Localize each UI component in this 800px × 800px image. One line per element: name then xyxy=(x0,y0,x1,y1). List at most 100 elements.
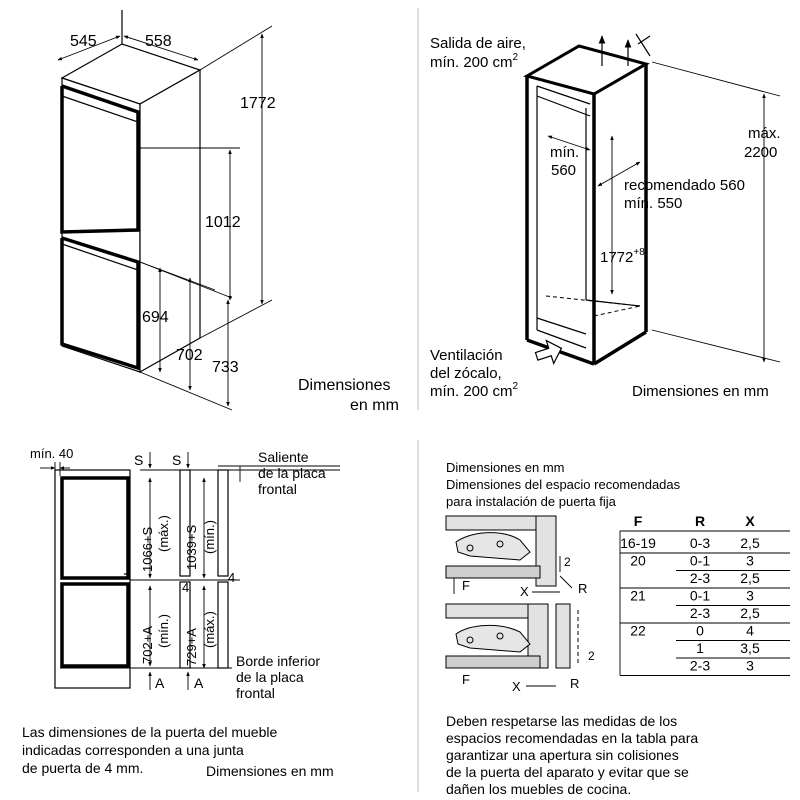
table-cell-x: 2,5 xyxy=(740,605,760,621)
dim-1039-sub: (mín.) xyxy=(202,520,217,554)
br-note-2: espacios recomendadas en la tabla para xyxy=(446,730,698,746)
panel-appliance-dimensions: 545 558 1772 1012 694 702 733 Dimensione… xyxy=(57,10,399,414)
lower-x-label: X xyxy=(512,679,521,694)
dim-1039-label: 1039+S xyxy=(184,524,199,570)
table-cell-r: 1 xyxy=(696,640,704,656)
min-560-label: mín. xyxy=(550,144,579,161)
table-cell-x: 3 xyxy=(746,588,754,604)
panel-gap-dimensions: Dimensiones en mm Dimensiones del espaci… xyxy=(445,460,790,797)
a-label-1: A xyxy=(155,675,165,691)
upper-x-label: X xyxy=(520,584,529,599)
dim-729a-label: 729+A xyxy=(184,628,199,666)
dim-1066-label: 1066+S xyxy=(140,526,155,572)
recommended-label: recomendado 560 xyxy=(624,177,745,194)
niche-height-value: 1772+8 xyxy=(600,247,645,266)
height-value: 1772 xyxy=(240,95,276,112)
lower-gap-2: 2 xyxy=(588,649,595,663)
table-cell-r: 2-3 xyxy=(690,570,710,586)
upper-f-label: F xyxy=(462,578,470,593)
width-value: 558 xyxy=(145,33,172,50)
dim-729a-sub: (máx.) xyxy=(202,611,217,648)
br-note-4: de la puerta del aparato y evitar que se xyxy=(446,764,689,780)
min-560-value: 560 xyxy=(551,162,576,179)
depth-value: 545 xyxy=(70,33,97,50)
br-note-3: garantizar una apertura sin colisiones xyxy=(446,747,679,763)
lower-r-label: R xyxy=(570,676,579,691)
borde-2: de la placa xyxy=(236,669,304,685)
recommended-dim-line xyxy=(597,161,641,187)
upper-hinge-side-panel xyxy=(535,515,557,587)
table-cell-x: 2,5 xyxy=(740,535,760,551)
air-out-label-2: mín. 200 cm2 xyxy=(430,52,519,71)
lower-door xyxy=(60,236,140,371)
table-cell-r: 2-3 xyxy=(690,658,710,674)
tr-caption: Dimensiones en mm xyxy=(632,383,769,400)
bl-note-3: de puerta de 4 mm. xyxy=(22,760,143,776)
four-label-1: 4 xyxy=(182,580,189,595)
upper-door xyxy=(60,84,140,234)
borde-1: Borde inferior xyxy=(236,653,320,669)
min40-label: mín. 40 xyxy=(30,446,73,461)
four-label-2: 4 xyxy=(228,570,235,585)
table-cell-r: 2-3 xyxy=(690,605,710,621)
vent-label-2: del zócalo, xyxy=(430,365,502,382)
table-header-r: R xyxy=(695,513,705,529)
table-cell-r: 0-3 xyxy=(690,535,710,551)
gap-table: F R X 16-19 0-3 2,5 20 0-1 3 2-3 2,5 21 0-1 3 2-3 2,… xyxy=(619,513,790,676)
air-out-label-1: Salida de aire, xyxy=(430,35,526,52)
table-cell-r: 0 xyxy=(696,623,704,639)
a-label-2: A xyxy=(194,675,204,691)
bl-note-2: indicadas corresponden a una junta xyxy=(22,742,244,758)
br-head-1: Dimensiones en mm xyxy=(446,460,565,475)
cabinet-upper-door xyxy=(60,476,130,580)
table-cell-x: 2,5 xyxy=(740,570,760,586)
upper-gap-2: 2 xyxy=(564,555,571,569)
table-cell-f: 22 xyxy=(630,623,646,639)
width-dim-line xyxy=(123,35,199,61)
bl-caption: Dimensiones en mm xyxy=(206,763,334,779)
plinth-vent-arrow xyxy=(534,339,563,365)
br-note-1: Deben respetarse las medidas de los xyxy=(446,713,677,729)
table-cell-f: 16-19 xyxy=(620,535,656,551)
table-cell-f: 20 xyxy=(630,553,646,569)
tl-caption-line1: Dimensiones xyxy=(298,377,390,394)
vent-label-3: mín. 200 cm2 xyxy=(430,381,519,400)
max-value: 2200 xyxy=(744,144,777,161)
table-cell-x: 3 xyxy=(746,658,754,674)
table-header-x: X xyxy=(745,513,755,529)
dim-694-value: 694 xyxy=(142,309,169,326)
furniture-lower-door-right xyxy=(217,581,229,669)
upper-r-label: R xyxy=(578,581,587,596)
tl-caption-line2: en mm xyxy=(350,397,399,414)
upper-hinge-mechanism xyxy=(455,532,531,561)
lower-hinge-door xyxy=(445,655,541,669)
dim-702-value: 702 xyxy=(176,347,203,364)
table-cell-x: 3,5 xyxy=(740,640,760,656)
table-cell-r: 0-1 xyxy=(690,553,710,569)
min-550-label: mín. 550 xyxy=(624,195,682,212)
depth-dim-line xyxy=(57,35,121,61)
min-560-dim-line xyxy=(547,135,591,151)
table-header-f: F xyxy=(634,513,643,529)
saliente-2: de la placa xyxy=(258,465,326,481)
cabinet-outline xyxy=(54,469,131,689)
upper-hinge-door xyxy=(445,565,541,579)
cabinet-lower-door xyxy=(60,582,130,668)
br-head-3: para instalación de puerta fija xyxy=(446,494,617,509)
table-cell-f: 21 xyxy=(630,588,646,604)
saliente-1: Saliente xyxy=(258,449,309,465)
dim-733-value: 733 xyxy=(212,359,239,376)
appliance-side-face xyxy=(139,68,201,374)
br-note-5: dañen los muebles de cocina. xyxy=(446,781,631,797)
br-head-2: Dimensiones del espacio recomendadas xyxy=(446,477,681,492)
table-cell-r: 0-1 xyxy=(690,588,710,604)
table-cell-x: 4 xyxy=(746,623,754,639)
dim-1066-sub: (máx.) xyxy=(156,515,171,552)
upper-value: 1012 xyxy=(205,214,241,231)
panel-niche-dimensions: Salida de aire, mín. 200 cm2 mín. 560 re… xyxy=(430,33,781,400)
dim-702a-label: 702+A xyxy=(140,626,155,664)
air-out-fan-symbol xyxy=(635,33,651,57)
lower-hinge-mechanism xyxy=(455,624,531,653)
